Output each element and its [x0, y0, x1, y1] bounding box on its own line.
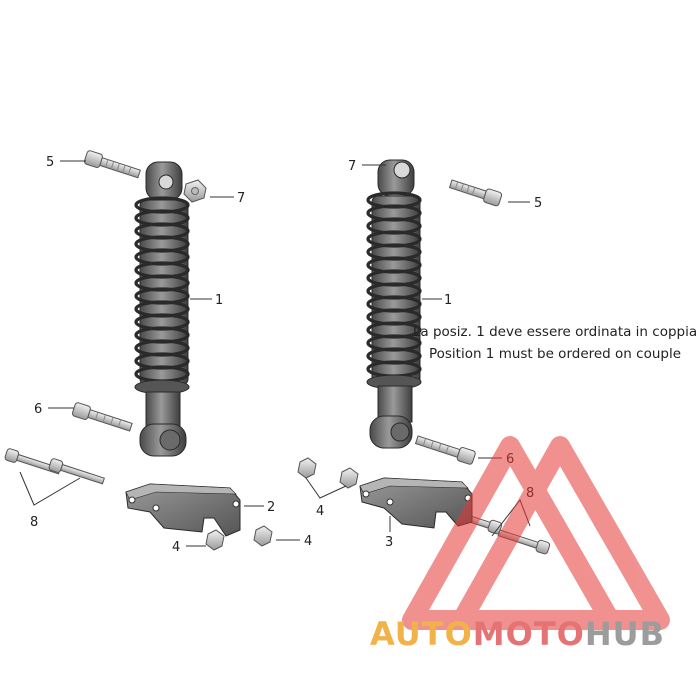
watermark-part-hub: HUB — [584, 615, 666, 653]
nut-4-b — [339, 467, 359, 489]
bracket-2 — [125, 483, 241, 537]
callout-3: 3 — [385, 535, 393, 550]
callout-8-left: 8 — [30, 515, 38, 530]
nut-7-left — [183, 179, 207, 203]
ordering-note-italian: La posiz. 1 deve essere ordinata in copp… — [412, 324, 698, 340]
callout-4-left-b: 4 — [304, 534, 312, 549]
left-shock-absorber — [134, 161, 190, 457]
ordering-note-english: Position 1 must be ordered on couple — [428, 346, 682, 362]
nut-4-d — [253, 525, 273, 547]
right-shock-absorber — [366, 159, 422, 449]
callout-4-left-a: 4 — [172, 540, 180, 555]
bolt-6-left — [71, 402, 133, 432]
watermark-part-moto: MOTO — [472, 615, 585, 653]
callout-5-right: 5 — [534, 196, 542, 211]
callout-2: 2 — [267, 500, 275, 515]
callout-7-right: 7 — [348, 159, 356, 174]
right-spring — [366, 191, 422, 378]
bolt-5-right — [448, 179, 503, 207]
callout-1-left: 1 — [215, 293, 223, 308]
nut-4-a — [297, 457, 317, 479]
bolt-8-left-b — [48, 458, 105, 485]
callout-5-left: 5 — [46, 155, 54, 170]
watermark-part-auto: AUTO — [370, 615, 473, 653]
callout-4-right: 4 — [316, 504, 324, 519]
watermark-text: AUTOMOTOHUB — [370, 615, 665, 653]
callout-7-left: 7 — [237, 191, 245, 206]
nut-4-c — [205, 529, 225, 551]
left-spring — [134, 196, 190, 383]
bolt-5-left — [83, 150, 141, 179]
callout-6-left: 6 — [34, 402, 42, 417]
watermark-logo-icon — [402, 436, 670, 630]
callout-1-right: 1 — [444, 293, 452, 308]
bracket-3 — [359, 477, 473, 529]
bolt-6-right — [414, 435, 476, 465]
